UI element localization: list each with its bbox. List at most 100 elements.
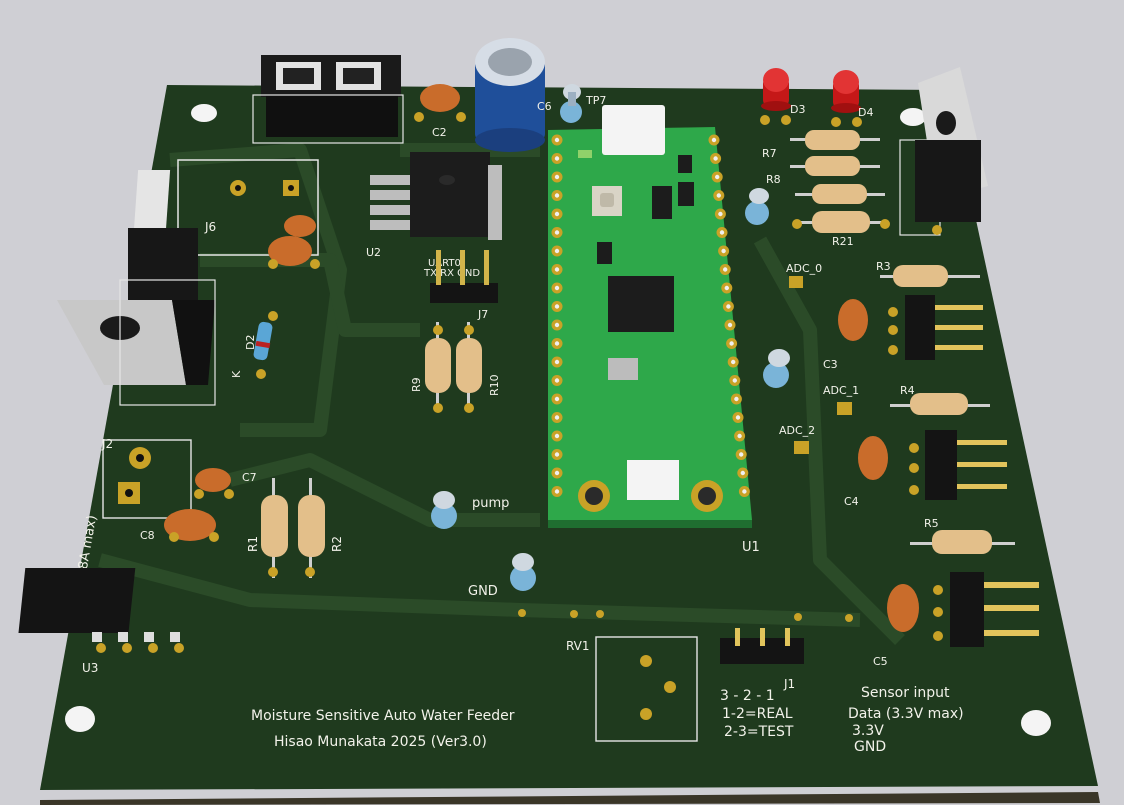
- label-c4: C4: [844, 495, 859, 508]
- resistor-r10: [456, 322, 482, 413]
- sensor-gnd: GND: [854, 739, 886, 755]
- label-pump: pump: [472, 496, 509, 511]
- display-module: [261, 55, 401, 137]
- label-u2: U2: [366, 246, 381, 259]
- mcu-pin-hole: [719, 230, 725, 235]
- header-j1: [720, 628, 804, 664]
- label-d2: D2: [244, 335, 257, 350]
- jumper-real: 1-2=REAL: [722, 706, 793, 722]
- mcu-pin-hole: [554, 285, 560, 291]
- label-j7: J7: [477, 308, 488, 321]
- mcu-pin-hole: [554, 322, 560, 328]
- led-d3: [760, 68, 791, 125]
- mcu-pin-hole: [554, 359, 560, 365]
- mcu-pin-hole: [737, 433, 742, 439]
- label-c2: C2: [432, 126, 447, 139]
- mcu-pin-hole: [718, 211, 723, 217]
- mcu-pin-hole: [554, 211, 560, 217]
- mounting-hole: [900, 108, 926, 126]
- mcu-pin-hole: [715, 174, 720, 180]
- resistor-r2: [298, 478, 325, 578]
- mcu-pin-hole: [554, 489, 560, 494]
- label-r10: R10: [488, 374, 501, 396]
- mcu-pin-hole: [711, 137, 717, 143]
- resistor-r4: [890, 393, 990, 415]
- mcu-pin-hole: [731, 359, 736, 365]
- mcu-pin-hole: [713, 156, 718, 161]
- mcu-pin-hole: [735, 415, 741, 420]
- testpoint: [745, 188, 769, 225]
- pad: [288, 185, 294, 191]
- mcu-pin-hole: [554, 304, 560, 309]
- mounting-hole: [65, 706, 95, 732]
- pad-adc1: [837, 402, 852, 415]
- mcu-pin-hole: [729, 341, 734, 346]
- sensor-33v: 3.3V: [852, 723, 884, 739]
- resistor-r3: [880, 265, 980, 287]
- mcu-pin-hole: [554, 248, 560, 254]
- label-r7: R7: [762, 147, 777, 160]
- testpoint: [763, 349, 790, 388]
- label-gnd: GND: [468, 584, 498, 599]
- capacitor-c4: [858, 436, 888, 480]
- sensor-title: Sensor input: [861, 685, 950, 701]
- capacitor: [284, 215, 316, 237]
- board-author: Hisao Munakata 2025 (Ver3.0): [274, 734, 487, 750]
- mcu-pin-hole: [554, 470, 560, 476]
- mcu-pin-hole: [554, 396, 560, 402]
- ic-u2: [370, 152, 502, 240]
- capacitor-c7: [195, 468, 231, 492]
- mcu-pin-hole: [554, 156, 560, 161]
- mcu-pin-hole: [554, 137, 560, 143]
- testpoint-pump: [431, 491, 457, 529]
- mounting-hole: [1021, 710, 1051, 736]
- resistor-r7: [790, 130, 880, 150]
- label-uart: UART0: [428, 258, 461, 269]
- label-r8: R8: [766, 173, 781, 186]
- mcu-pin-hole: [727, 322, 733, 328]
- resistor: [795, 184, 885, 204]
- board-title: Moisture Sensitive Auto Water Feeder: [251, 708, 515, 724]
- label-j6: J6: [204, 220, 216, 234]
- jumper-header: 3 - 2 - 1: [720, 688, 775, 704]
- label-c5: C5: [873, 655, 888, 668]
- resistor: [790, 156, 880, 176]
- mcu-pin-hole: [554, 341, 560, 346]
- mcu-pin-rows: [551, 134, 750, 497]
- header-sensor-1: [888, 295, 983, 360]
- label-j2: J2: [101, 437, 113, 451]
- label-tp7: TP7: [585, 94, 606, 107]
- mcu-pin-hole: [554, 415, 560, 420]
- resistor-r21: [792, 211, 890, 233]
- mcu-pin-hole: [742, 489, 747, 494]
- mcu-module-u1: [548, 105, 752, 528]
- testpoint-tp7: [560, 84, 582, 123]
- ic-u3: [18, 568, 184, 653]
- mcu-pin-hole: [554, 193, 560, 198]
- display-outline: [252, 94, 404, 144]
- label-c8: C8: [140, 529, 155, 542]
- mcu-pin-hole: [739, 452, 744, 457]
- label-r1: R1: [246, 536, 260, 552]
- regulator-left: [57, 170, 215, 385]
- mcu-pin-hole: [554, 267, 560, 272]
- mounting-hole: [191, 104, 217, 122]
- reg-outline: [119, 279, 216, 406]
- resistor-r1: [261, 478, 288, 578]
- mcu-pin-hole: [554, 378, 560, 383]
- label-r21: R21: [832, 235, 854, 248]
- label-r5: R5: [924, 517, 939, 530]
- label-r4: R4: [900, 384, 915, 397]
- capacitor-c3: [838, 299, 868, 341]
- mcu-pin-hole: [726, 304, 731, 309]
- mcu-pin-hole: [554, 230, 560, 235]
- label-d2-k: K: [230, 370, 243, 378]
- label-uart-pins: TX RX GND: [423, 268, 480, 279]
- pad: [235, 185, 241, 191]
- mcu-pin-hole: [554, 433, 560, 439]
- label-d3: D3: [790, 103, 805, 116]
- resistor-r5: [910, 530, 1015, 554]
- mcu-pin-hole: [732, 378, 737, 383]
- mcu-pin-hole: [723, 267, 728, 272]
- pad-adc2: [794, 441, 809, 454]
